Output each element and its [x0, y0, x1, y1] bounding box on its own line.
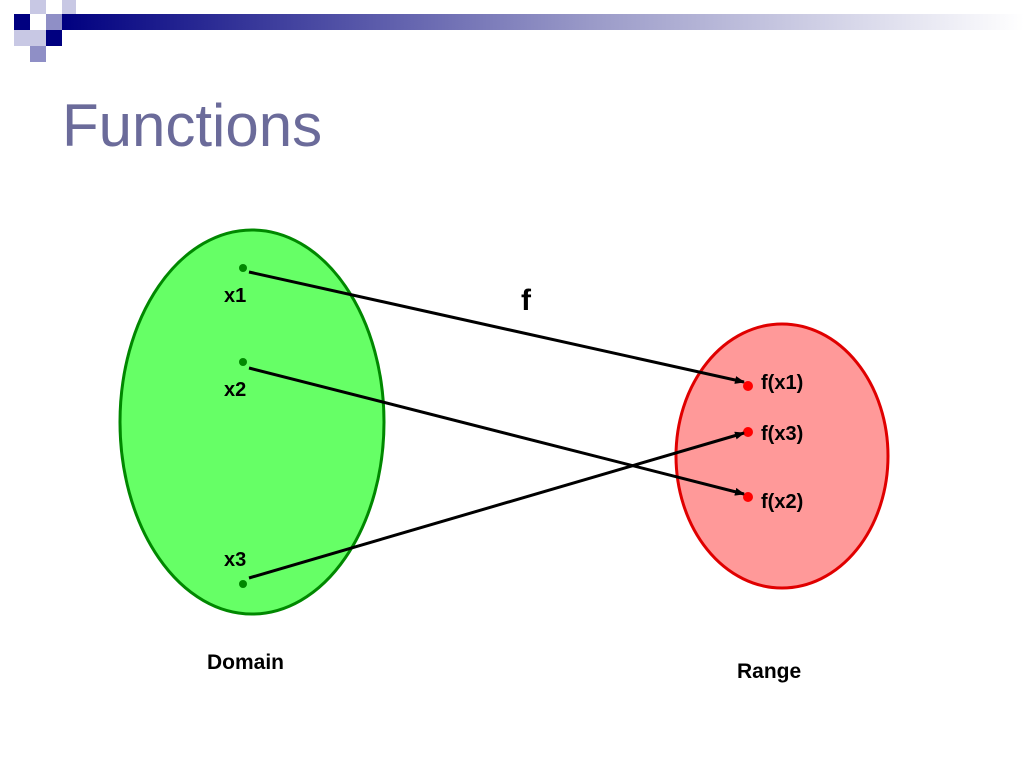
header-square: [30, 0, 46, 14]
range-caption: Range: [737, 660, 801, 683]
header-gradient-bar: [62, 14, 1024, 30]
range-label-fx3: f(x3): [761, 423, 803, 445]
range-label-fx1: f(x1): [761, 372, 803, 394]
range-ellipse: [674, 322, 890, 590]
domain-label-x2: x2: [224, 379, 246, 401]
domain-point-x1: [239, 264, 247, 272]
header-square: [14, 30, 30, 46]
slide-title: Functions: [62, 92, 323, 159]
mapping-arrow-x3: [248, 431, 745, 580]
domain-point-x3: [239, 580, 247, 588]
mapping-arrow-x1: [248, 270, 745, 384]
domain-label-x1: x1: [224, 285, 246, 307]
range-label-fx2: f(x2): [761, 491, 803, 513]
header-square: [62, 0, 76, 14]
header-square: [30, 46, 46, 62]
header-square: [30, 30, 46, 46]
header-square: [46, 14, 62, 30]
header-square: [14, 14, 30, 30]
domain-caption: Domain: [207, 651, 284, 674]
range-point-fx2: [743, 492, 753, 502]
range-point-fx3: [743, 427, 753, 437]
mapping-arrow-x2: [248, 366, 745, 496]
domain-label-x3: x3: [224, 549, 246, 571]
range-point-fx1: [743, 381, 753, 391]
function-label: f: [521, 284, 532, 317]
header-band: [14, 0, 1024, 62]
header-square: [46, 30, 62, 46]
domain-point-x2: [239, 358, 247, 366]
domain-ellipse: [118, 228, 386, 616]
